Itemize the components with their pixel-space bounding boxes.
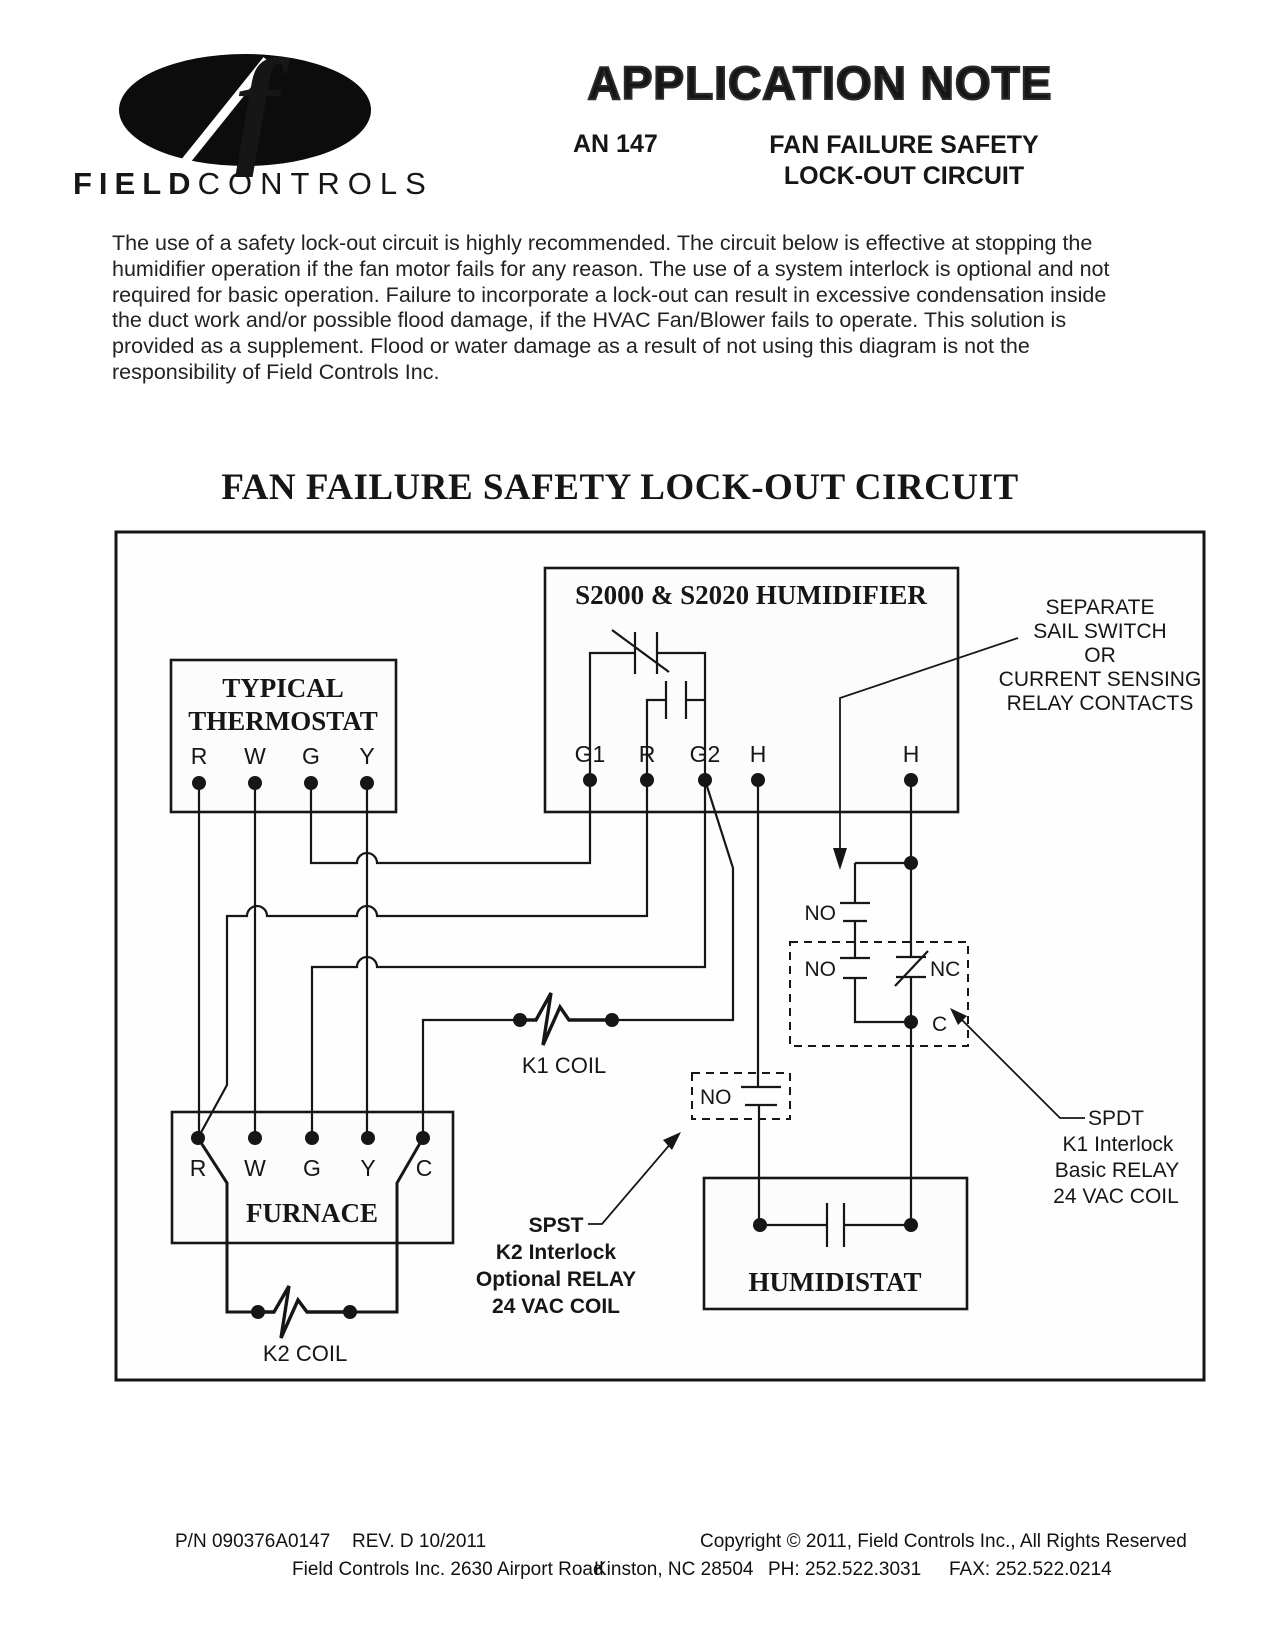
furnace-terminal-r: R: [190, 1155, 207, 1181]
spst-note-line3: Optional RELAY: [476, 1268, 636, 1291]
furnace-terminal-w: W: [244, 1155, 266, 1181]
thermostat-title-line1: TYPICAL: [222, 673, 344, 703]
humidistat-title: HUMIDISTAT: [748, 1267, 921, 1297]
k2-coil-label: K2 COIL: [263, 1341, 347, 1366]
spst-note-line2: K2 Interlock: [496, 1241, 617, 1264]
footer-fax: FAX: 252.522.0214: [949, 1559, 1112, 1580]
spdt-note-line3: Basic RELAY: [1055, 1159, 1180, 1182]
field-controls-logo: f: [115, 32, 385, 179]
k2-no-label: NO: [700, 1086, 732, 1109]
thermostat-title-line2: THERMOSTAT: [188, 706, 378, 736]
k2-relay-dashed-box: [691, 1072, 791, 1120]
footer-phone: PH: 252.522.3031: [768, 1559, 922, 1580]
spdt-note-line4: 24 VAC COIL: [1053, 1185, 1179, 1208]
k1-coil-symbol: [520, 992, 612, 1046]
spdt-note-line2: K1 Interlock: [1063, 1133, 1174, 1156]
note-title: FAN FAILURE SAFETY LOCK-OUT CIRCUIT: [748, 130, 1060, 192]
contact-labels: NO NO NC C NO: [700, 902, 960, 1109]
footer-company-address: Field Controls Inc. 2630 Airport Road: [292, 1559, 604, 1580]
thermostat-terminal-g: G: [302, 743, 320, 769]
sail-switch-arrow-icon: [833, 848, 847, 870]
humidifier-terminal-h2: H: [903, 741, 920, 767]
footer-city: Kinston, NC 28504: [594, 1559, 754, 1580]
k1-common-label: C: [932, 1013, 947, 1036]
leader-lines: [588, 637, 1085, 1225]
sail-note-line2: SAIL SWITCH: [1033, 620, 1166, 643]
intro-paragraph: The use of a safety lock-out circuit is …: [112, 231, 1110, 384]
footer-copyright: Copyright © 2011, Field Controls Inc., A…: [700, 1531, 1187, 1552]
furnace-title: FURNACE: [246, 1198, 378, 1228]
terminal-labels: R W G Y G1 R G2 H H R W G Y C: [190, 741, 920, 1181]
spst-arrow-icon: [663, 1132, 681, 1150]
brand-controls: CONTROLS: [197, 166, 434, 201]
spdt-note: SPDT K1 Interlock Basic RELAY 24 VAC COI…: [1053, 1107, 1179, 1208]
furnace-terminal-g: G: [303, 1155, 321, 1181]
note-title-line2: LOCK-OUT CIRCUIT: [783, 162, 1025, 190]
spst-note-line4: 24 VAC COIL: [492, 1295, 620, 1318]
thermostat-terminal-y: Y: [359, 743, 374, 769]
thermostat-terminal-w: W: [244, 743, 266, 769]
sail-note-line4: CURRENT SENSING: [999, 668, 1202, 691]
k1-no-label: NO: [805, 958, 837, 981]
humidifier-terminal-g2: G2: [690, 741, 721, 767]
brand-field: FIELD: [73, 166, 198, 201]
circuit-wires: [196, 629, 929, 1314]
sail-note-line1: SEPARATE: [1046, 596, 1155, 619]
humidifier-terminal-r: R: [639, 741, 656, 767]
logo-ellipse-icon: f: [119, 32, 371, 179]
furnace-terminal-y: Y: [360, 1155, 375, 1181]
humidifier-terminal-h1: H: [750, 741, 767, 767]
banner-text: APPLICATION NOTE: [588, 57, 1053, 109]
note-title-line1: FAN FAILURE SAFETY: [769, 131, 1039, 159]
k1-relay-dashed-box: [789, 941, 969, 1047]
sail-switch-note: SEPARATE SAIL SWITCH OR CURRENT SENSING …: [999, 596, 1202, 715]
furnace-terminal-c: C: [416, 1155, 433, 1181]
terminal-dots: [191, 773, 918, 1319]
k2-coil-symbol: [258, 1285, 350, 1339]
k1-coil-label: K1 COIL: [522, 1053, 606, 1078]
spdt-note-line1: SPDT: [1088, 1107, 1144, 1130]
spdt-arrow-icon: [950, 1008, 967, 1025]
thermostat-box: [169, 658, 398, 814]
footer-revision: REV. D 10/2011: [352, 1531, 487, 1552]
sail-note-line5: RELAY CONTACTS: [1007, 692, 1194, 715]
sail-no-label: NO: [805, 902, 837, 925]
diagram-title: FAN FAILURE SAFETY LOCK-OUT CIRCUIT: [221, 467, 1019, 508]
application-note-banner: APPLICATION NOTE: [555, 52, 1085, 116]
k1-nc-label: NC: [930, 958, 960, 981]
humidifier-box: [543, 566, 960, 814]
humidifier-title: S2000 & S2020 HUMIDIFIER: [575, 580, 927, 610]
spst-note: SPST K2 Interlock Optional RELAY 24 VAC …: [476, 1214, 636, 1318]
brand-wordmark: FIELDCONTROLS: [73, 166, 434, 202]
humidistat-box: [702, 1176, 969, 1311]
spst-note-line1: SPST: [529, 1214, 584, 1237]
thermostat-terminal-r: R: [191, 743, 208, 769]
sail-note-line3: OR: [1084, 644, 1116, 667]
note-number: AN 147: [573, 130, 658, 158]
footer-part-number: P/N 090376A0147: [175, 1531, 331, 1552]
leader-arrowheads: [663, 848, 967, 1150]
humidifier-terminal-g1: G1: [575, 741, 606, 767]
component-titles: TYPICAL THERMOSTAT S2000 & S2020 HUMIDIF…: [188, 580, 927, 1297]
